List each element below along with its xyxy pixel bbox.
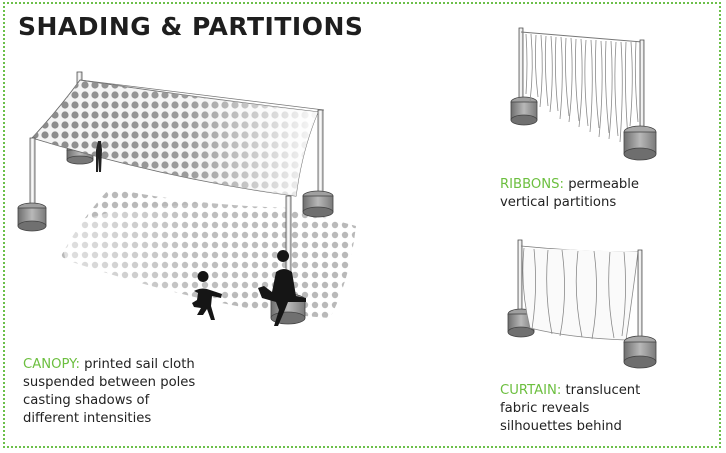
curtain-keyword: CURTAIN: [500,383,562,398]
canopy-sail [31,79,325,197]
canopy-line-3: casting shadows of [23,393,150,408]
curtain-line-2: fabric reveals [500,401,590,416]
ribbons-illustration [510,27,657,161]
dotted-border-frame [3,2,721,448]
canopy-line-2: suspended between poles [23,375,196,390]
canopy-pole-front-left [17,137,47,232]
canopy-line-4: different intensities [23,411,152,426]
canopy-line-1: printed sail cloth [84,357,195,372]
distant-person-silhouette [96,141,102,172]
curtain-line-1: translucent [565,383,641,398]
seated-adult-silhouette [258,250,306,326]
canopy-illustration [17,71,356,326]
canopy-caption: CANOPY: printed sail cloth suspended bet… [23,356,263,428]
canopy-keyword: CANOPY: [23,357,80,372]
curtain-illustration [507,239,657,369]
ribbons-line-1: permeable [568,177,640,192]
ribbons-line-2: vertical partitions [500,195,617,210]
curtain-caption: CURTAIN: translucent fabric reveals silh… [500,382,700,436]
canopy-pole-back-right [302,109,334,218]
page-title: SHADING & PARTITIONS [18,12,364,41]
curtain-fabric [520,245,641,341]
ribbons-caption: RIBBONS: permeable vertical partitions [500,176,700,212]
child-silhouette [192,271,222,320]
ribbon-strands [525,33,639,143]
curtain-line-3: silhouettes behind [500,419,622,434]
ribbons-keyword: RIBBONS: [500,177,564,192]
